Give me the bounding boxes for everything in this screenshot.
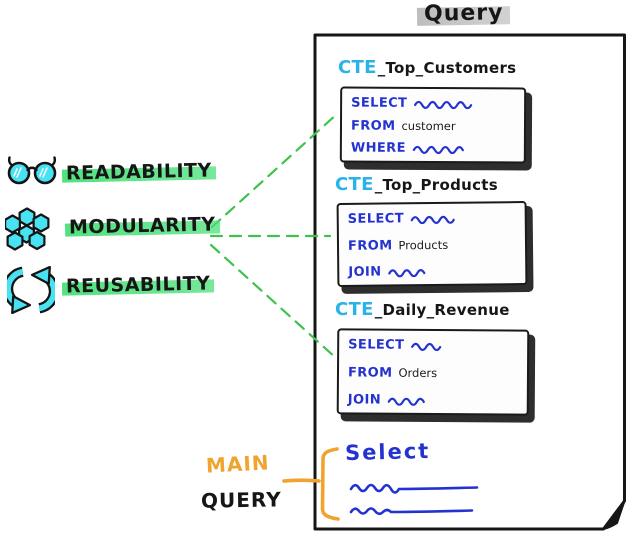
benefit-readability: READABILITY: [61, 159, 216, 185]
main-query-select-keyword: Select: [344, 438, 431, 466]
squiggle-placeholder-icon: [411, 342, 442, 351]
sql-keyword: FROM: [347, 364, 393, 381]
sql-line-from: FROM customer: [351, 117, 515, 135]
cte-label-top-products: CTE_Top_Products: [335, 174, 498, 195]
cte-name: _Top_Products: [374, 176, 498, 194]
sql-keyword: FROM: [350, 118, 396, 134]
cte-card-top-products: SELECT FROM Products JOIN: [336, 201, 528, 287]
cte-name: _Daily_Revenue: [374, 301, 510, 319]
glasses-icon: [7, 156, 57, 185]
benefit-connector-lines: [209, 112, 339, 360]
sql-keyword: JOIN: [347, 392, 382, 408]
sql-line-join: JOIN: [348, 391, 518, 409]
cte-label-daily-revenue: CTE_Daily_Revenue: [335, 299, 510, 320]
sql-keyword: FROM: [347, 237, 393, 254]
sql-table-name: customer: [401, 118, 456, 134]
sql-line-from: FROM Orders: [348, 364, 518, 382]
sql-keyword: JOIN: [348, 264, 382, 280]
benefit-reusability: REUSABILITY: [61, 272, 215, 298]
hexagons-icon: [5, 207, 50, 251]
main-query-squiggles: [349, 483, 479, 516]
sql-keyword: SELECT: [347, 211, 405, 227]
squiggle-line: [349, 507, 474, 516]
squiggle-placeholder-icon: [414, 100, 473, 109]
squiggle-placeholder-icon: [388, 268, 426, 277]
sql-keyword: SELECT: [351, 95, 408, 111]
cte-name: _Top_Customers: [377, 59, 517, 77]
sql-line-select: SELECT: [348, 336, 518, 354]
squiggle-placeholder-icon: [412, 145, 464, 154]
squiggle-line: [349, 483, 479, 494]
cte-card-top-customers: SELECT FROM customer WHERE: [339, 86, 527, 164]
folded-corner-icon: [602, 500, 626, 530]
sql-table-name: Products: [398, 237, 449, 253]
connector-line-bottom: [209, 243, 338, 360]
cte-card-daily-revenue: SELECT FROM Orders JOIN: [336, 328, 530, 416]
sql-line-select: SELECT: [348, 209, 516, 228]
page-title: Query: [416, 0, 511, 27]
cycle-arrows-icon: [7, 266, 55, 314]
benefit-modularity: MODULARITY: [64, 213, 220, 239]
cte-keyword: CTE: [335, 299, 374, 320]
main-query-bracket-icon: [320, 447, 340, 521]
connector-line-top: [210, 112, 339, 229]
squiggle-placeholder-icon: [387, 397, 426, 406]
cte-label-top-customers: CTE_Top_Customers: [338, 57, 516, 78]
sql-line-from: FROM Products: [348, 236, 516, 255]
main-query-connector-line: [282, 478, 321, 483]
cte-keyword: CTE: [338, 57, 377, 78]
main-query-label-main: MAIN: [205, 450, 271, 478]
main-query-label-query: QUERY: [200, 487, 282, 513]
sql-line-join: JOIN: [348, 262, 516, 281]
squiggle-placeholder-icon: [410, 215, 456, 224]
sql-line-where: WHERE: [351, 140, 515, 158]
sql-keyword: SELECT: [348, 337, 405, 353]
title-highlight: Query: [416, 0, 511, 27]
main-query-bracket: [282, 447, 340, 521]
cte-keyword: CTE: [335, 174, 374, 195]
sql-keyword: WHERE: [350, 140, 406, 156]
sql-table-name: Orders: [398, 365, 438, 381]
sql-line-select: SELECT: [351, 95, 515, 113]
